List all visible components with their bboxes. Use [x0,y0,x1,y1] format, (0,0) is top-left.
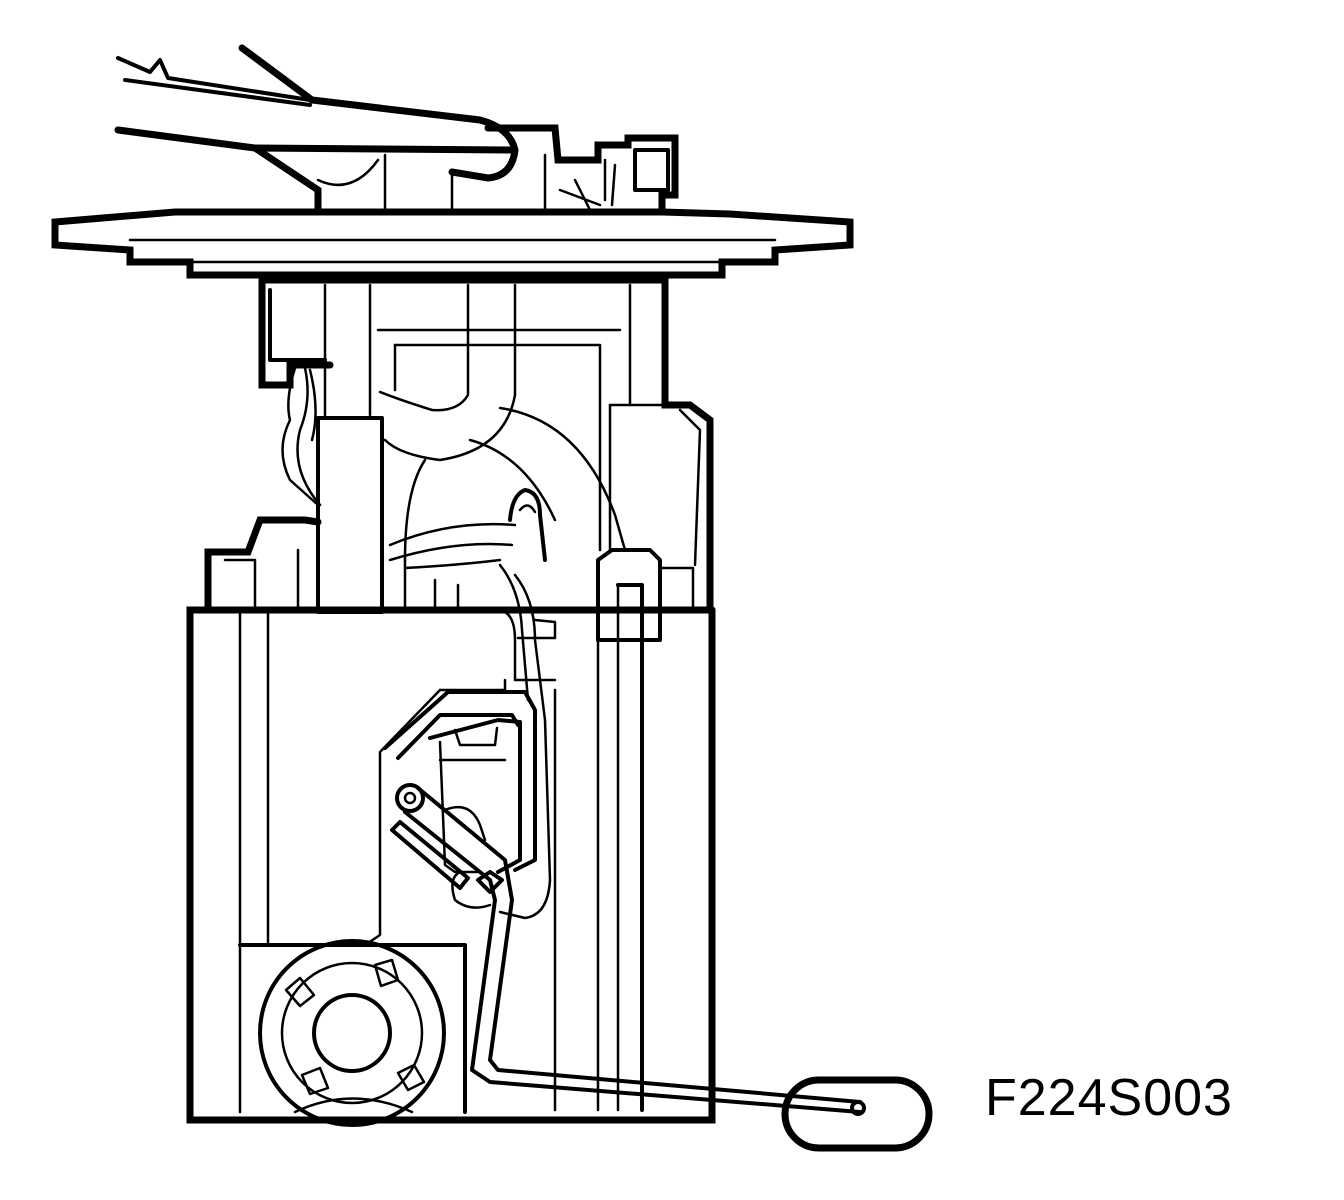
return-hose [378,283,627,562]
mounting-flange [51,208,854,279]
pump-inlet-housing [238,939,467,1127]
center-wiring [388,488,557,920]
top-connector [383,124,679,219]
left-wiring [281,366,322,507]
reservoir-body [186,516,716,1124]
float [781,1076,933,1152]
figure-code-label: F224S003 [985,1069,1233,1127]
wire-harness [114,44,519,219]
guide-rod-right [596,548,662,1112]
pump-upper-body [258,276,714,614]
support-pillar-left [316,416,384,614]
float-arm [390,783,862,1114]
